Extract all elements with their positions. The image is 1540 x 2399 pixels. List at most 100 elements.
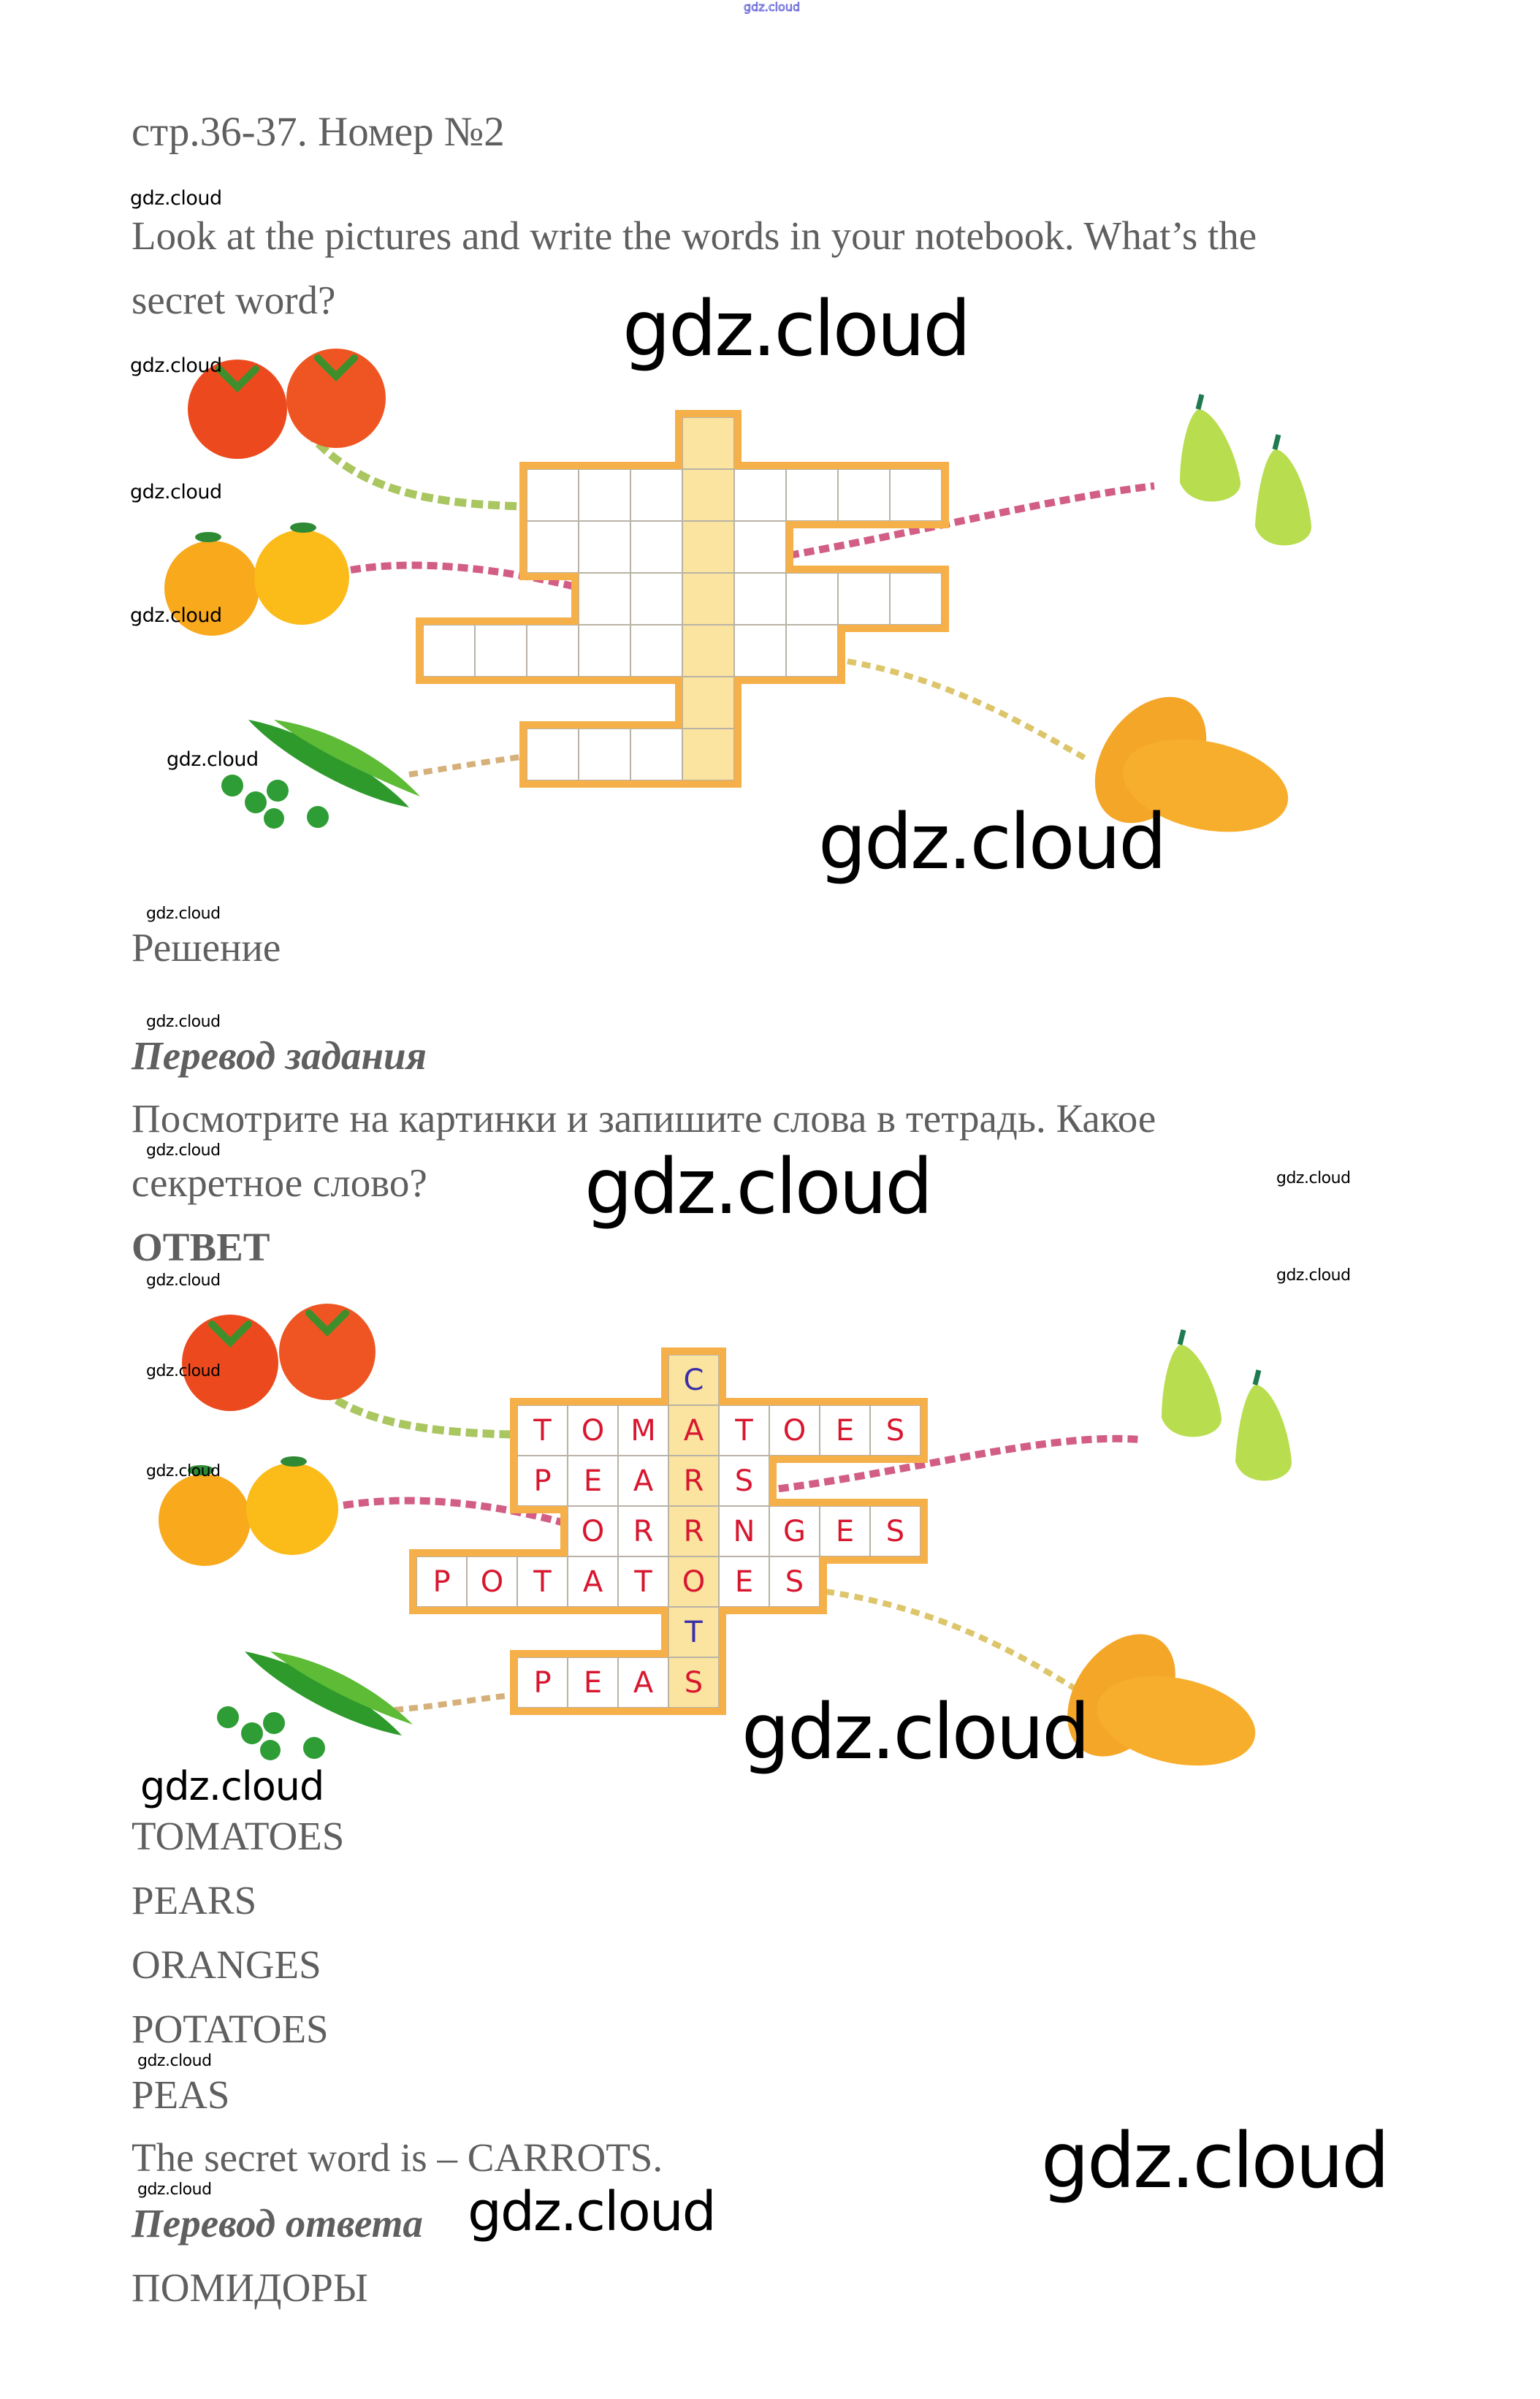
- task-translation-line-1: Посмотрите на картинки и запишите слова …: [131, 1096, 1156, 1141]
- string-peas: [408, 753, 527, 778]
- grid-cell: O: [568, 1405, 618, 1456]
- watermark: gdz.cloud: [137, 2052, 212, 2070]
- grid-cell: S: [870, 1405, 920, 1456]
- watermark: gdz.cloud: [468, 2181, 717, 2243]
- key-cell: [682, 625, 734, 677]
- grid-cell: E: [820, 1506, 870, 1556]
- grid-cell: [475, 625, 527, 677]
- oranges-icon: [159, 1456, 338, 1566]
- answer-word: POTATOES: [131, 2007, 329, 2051]
- grid-cell: P: [517, 1456, 568, 1506]
- grid-cell: [838, 469, 890, 521]
- grid-cell: [890, 573, 942, 625]
- pears-icon: [1162, 1329, 1292, 1481]
- watermark: gdz.cloud: [130, 187, 222, 210]
- grid-cell: [734, 625, 786, 677]
- grid-cell: O: [568, 1506, 618, 1556]
- grid-cell: E: [568, 1456, 618, 1506]
- watermark: gdz.cloud: [1276, 1169, 1351, 1187]
- string-oranges: [343, 1497, 615, 1542]
- grid-cell: P: [416, 1556, 467, 1607]
- answer-translation-word: ПОМИДОРЫ: [131, 2265, 368, 2310]
- key-cell: A: [668, 1405, 719, 1456]
- answer-word: TOMATOES: [131, 1814, 345, 1858]
- watermark: gdz.cloud: [146, 1013, 221, 1031]
- grid-cell: O: [467, 1556, 517, 1607]
- grid-cell: [630, 573, 682, 625]
- watermark-large: gdz.cloud: [622, 284, 971, 373]
- watermark: gdz.cloud: [1276, 1266, 1351, 1285]
- grid-cell: [630, 729, 682, 780]
- tomatoes-icon: [182, 1304, 376, 1411]
- answer-heading: ОТВЕТ: [131, 1225, 270, 1269]
- string-pears: [788, 482, 1155, 559]
- grid-cell: S: [719, 1456, 769, 1506]
- answer-word: ORANGES: [131, 1942, 321, 1987]
- key-cell: T: [668, 1607, 719, 1657]
- pears-icon: [1180, 394, 1312, 546]
- grid-cell: E: [568, 1657, 618, 1708]
- grid-cell: [838, 573, 890, 625]
- grid-cell: A: [568, 1556, 618, 1607]
- key-cell: [682, 417, 734, 469]
- picture-decoration: [164, 349, 1312, 832]
- grid-cell: [630, 521, 682, 573]
- peas-icon: [221, 720, 420, 829]
- grid-cell: T: [517, 1405, 568, 1456]
- watermark: gdz.cloud: [146, 1362, 221, 1380]
- watermark-large: gdz.cloud: [742, 1687, 1090, 1776]
- grid-cell: [579, 521, 630, 573]
- answer-translation-heading: Перевод ответа: [131, 2201, 423, 2246]
- grid-cell: A: [618, 1456, 668, 1506]
- key-cell: [682, 729, 734, 780]
- key-cell: S: [668, 1657, 719, 1708]
- key-cell: R: [668, 1506, 719, 1556]
- page-title: стр.36-37. Номер №2: [131, 109, 505, 155]
- grid-cell: E: [719, 1556, 769, 1607]
- top-watermark: gdz.cloud: [744, 0, 801, 14]
- grid-cell: [786, 625, 838, 677]
- grid-cell: [579, 469, 630, 521]
- string-potatoes: [847, 658, 1090, 763]
- watermark: gdz.cloud: [130, 604, 222, 627]
- watermark: gdz.cloud: [140, 1763, 324, 1809]
- task-translation-heading: Перевод задания: [131, 1033, 427, 1078]
- grid-cell: T: [618, 1556, 668, 1607]
- string-potatoes: [825, 1589, 1076, 1691]
- grid-cell: [734, 469, 786, 521]
- grid-cell: [527, 469, 579, 521]
- watermark: gdz.cloud: [146, 1271, 221, 1290]
- grid-cell: [527, 521, 579, 573]
- string-peas: [394, 1692, 512, 1713]
- grid-cell: N: [719, 1506, 769, 1556]
- grid-cell: A: [618, 1657, 668, 1708]
- grid-cell: [734, 573, 786, 625]
- grid-cell: S: [769, 1556, 820, 1607]
- task-translation-line-2: секретное слово?: [131, 1160, 427, 1205]
- peas-icon: [217, 1651, 413, 1760]
- grid-cell: T: [517, 1556, 568, 1607]
- key-cell: [682, 677, 734, 729]
- grid-cell: O: [769, 1405, 820, 1456]
- watermark-large: gdz.cloud: [1041, 2116, 1390, 2205]
- grid-cell: [579, 573, 630, 625]
- grid-cell: E: [820, 1405, 870, 1456]
- grid-cell: [579, 729, 630, 780]
- watermark-large: gdz.cloud: [818, 797, 1167, 886]
- grid-cell: R: [618, 1506, 668, 1556]
- watermark: gdz.cloud: [167, 748, 259, 771]
- watermark: gdz.cloud: [130, 481, 222, 503]
- tomatoes-icon: [188, 349, 386, 459]
- key-cell: [682, 521, 734, 573]
- grid-cell: G: [769, 1506, 820, 1556]
- grid-cell: S: [870, 1506, 920, 1556]
- potatoes-icon: [1094, 696, 1289, 832]
- grid-cell: [734, 521, 786, 573]
- string-pears: [763, 1434, 1140, 1494]
- solution-heading: Решение: [131, 925, 281, 970]
- task-text-line-2: secret word?: [131, 278, 336, 322]
- grid-cell: [579, 625, 630, 677]
- secret-word-sentence: The secret word is – CARROTS.: [131, 2135, 663, 2180]
- oranges-icon: [164, 522, 349, 636]
